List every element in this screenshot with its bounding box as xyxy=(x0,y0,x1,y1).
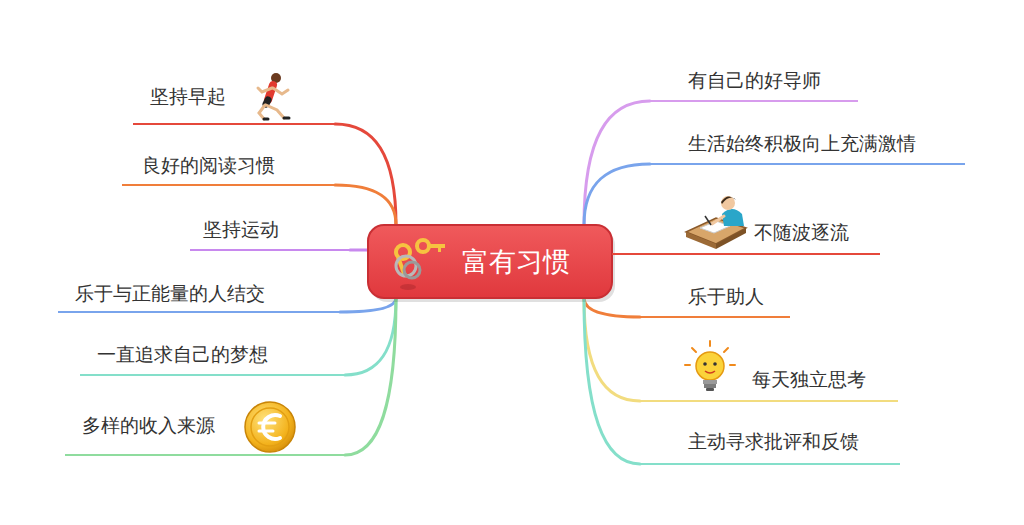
branch-text: 主动寻求批评和反馈 xyxy=(688,429,859,453)
branch-connector xyxy=(345,298,396,375)
branch-text: 有自己的好导师 xyxy=(688,68,821,92)
branch-text: 乐于与正能量的人结交 xyxy=(75,281,265,305)
branch-topic: 良好的阅读习惯 xyxy=(122,153,335,186)
central-topic-text: 富有习惯 xyxy=(462,245,570,279)
branch-text: 良好的阅读习惯 xyxy=(142,153,275,177)
central-box xyxy=(368,225,612,298)
branch-connector xyxy=(335,124,396,225)
branch-topic: 有自己的好导师 xyxy=(650,68,858,102)
runner-figure xyxy=(258,73,289,119)
branch-topic: 主动寻求批评和反馈 xyxy=(640,429,900,465)
writer-figure xyxy=(686,196,746,249)
branch-topic: 每天独立思考 xyxy=(640,367,898,402)
branch-topic: 一直追求自己的梦想 xyxy=(80,342,345,376)
branch-topic: 坚持早起 xyxy=(133,84,335,125)
branch-topic: 生活始终积极向上充满激情 xyxy=(650,131,965,165)
branch-connector xyxy=(584,298,640,401)
branch-topic: 不随波逐流 xyxy=(612,220,880,255)
branch-topic: 乐于助人 xyxy=(640,284,790,318)
branch-text: 坚持早起 xyxy=(150,84,226,108)
branch-connector xyxy=(584,298,640,464)
branch-connector xyxy=(345,298,396,455)
lightbulb xyxy=(685,341,735,391)
branch-text: 乐于助人 xyxy=(688,284,764,308)
key-icon-group xyxy=(396,240,445,290)
branch-topic: 多样的收入来源 xyxy=(65,413,345,456)
branch-text: 多样的收入来源 xyxy=(82,413,215,437)
branch-text: 一直追求自己的梦想 xyxy=(97,342,268,366)
branch-text: 坚持运动 xyxy=(203,217,279,241)
branch-text: 每天独立思考 xyxy=(752,367,866,391)
coin xyxy=(245,402,295,452)
euro-sign xyxy=(263,415,280,439)
euro-bars xyxy=(259,423,275,431)
branch-connector xyxy=(350,249,368,252)
central-topic: 富有习惯 xyxy=(368,225,612,298)
branch-topic: 乐于与正能量的人结交 xyxy=(58,281,340,313)
branch-text: 不随波逐流 xyxy=(754,220,849,244)
branch-connector xyxy=(584,101,650,225)
branch-text: 生活始终积极向上充满激情 xyxy=(688,131,916,155)
coin-rim xyxy=(251,408,289,446)
branch-topic: 坚持运动 xyxy=(190,217,350,251)
branch-connector xyxy=(584,164,650,225)
branch-connector xyxy=(335,185,396,225)
